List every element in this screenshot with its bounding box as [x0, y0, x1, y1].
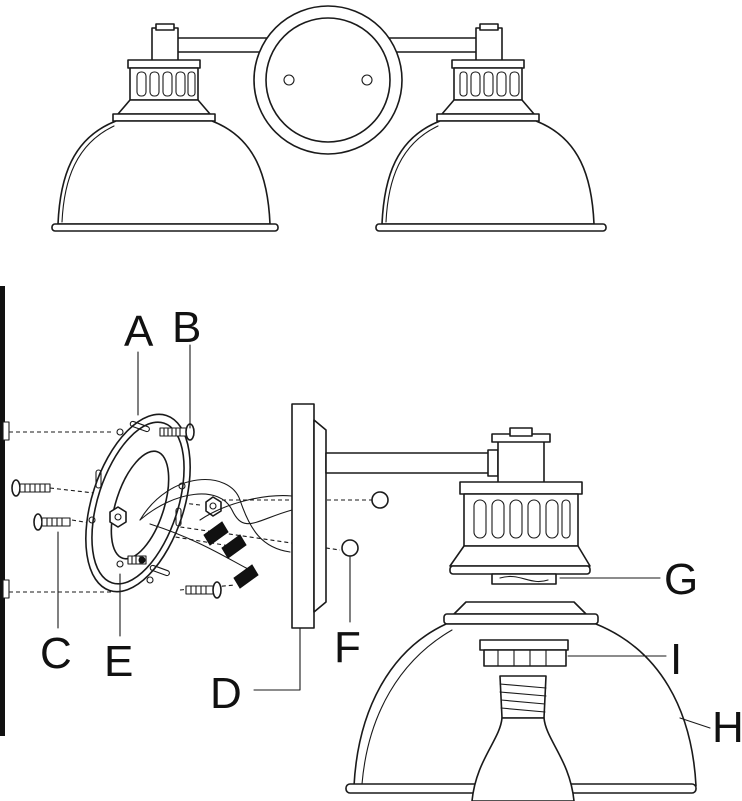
label-a: A — [124, 307, 154, 356]
shade-ring — [491, 573, 557, 585]
label-c: C — [40, 629, 72, 678]
label-b: B — [172, 303, 201, 352]
fixture-backplate — [291, 403, 327, 629]
assembled-fixture — [51, 5, 607, 232]
socket-housing — [449, 427, 591, 575]
label-f: F — [334, 623, 361, 672]
wall-anchor-bottom — [2, 579, 10, 599]
label-h: H — [712, 703, 742, 752]
leader-lines — [57, 344, 711, 729]
wall-anchor-top — [2, 421, 10, 441]
socket-ring — [479, 639, 569, 667]
mounting-bracket — [85, 413, 191, 593]
screw-c-lower — [33, 513, 71, 531]
screw-b — [159, 423, 195, 441]
threaded-nipple — [127, 555, 147, 565]
fixture-arm — [325, 449, 499, 477]
wall — [0, 286, 5, 736]
screw-c-upper — [11, 479, 51, 497]
decorative-cap-upper — [371, 491, 389, 509]
light-bulb — [471, 675, 575, 801]
hex-nut — [109, 506, 127, 528]
label-i: I — [670, 635, 682, 684]
exploded-view: A B C D E F G H I — [0, 286, 742, 801]
label-e: E — [104, 637, 133, 686]
decorative-cap-lower — [341, 539, 359, 557]
bracket-nut — [205, 496, 222, 517]
supply-wires — [139, 479, 293, 571]
right-lamp — [375, 23, 607, 232]
label-d: D — [210, 669, 242, 718]
label-g: G — [664, 555, 698, 604]
wire-connectors — [203, 521, 259, 589]
screw-lower — [185, 581, 222, 599]
left-lamp — [51, 23, 279, 232]
round-backplate — [253, 5, 403, 155]
